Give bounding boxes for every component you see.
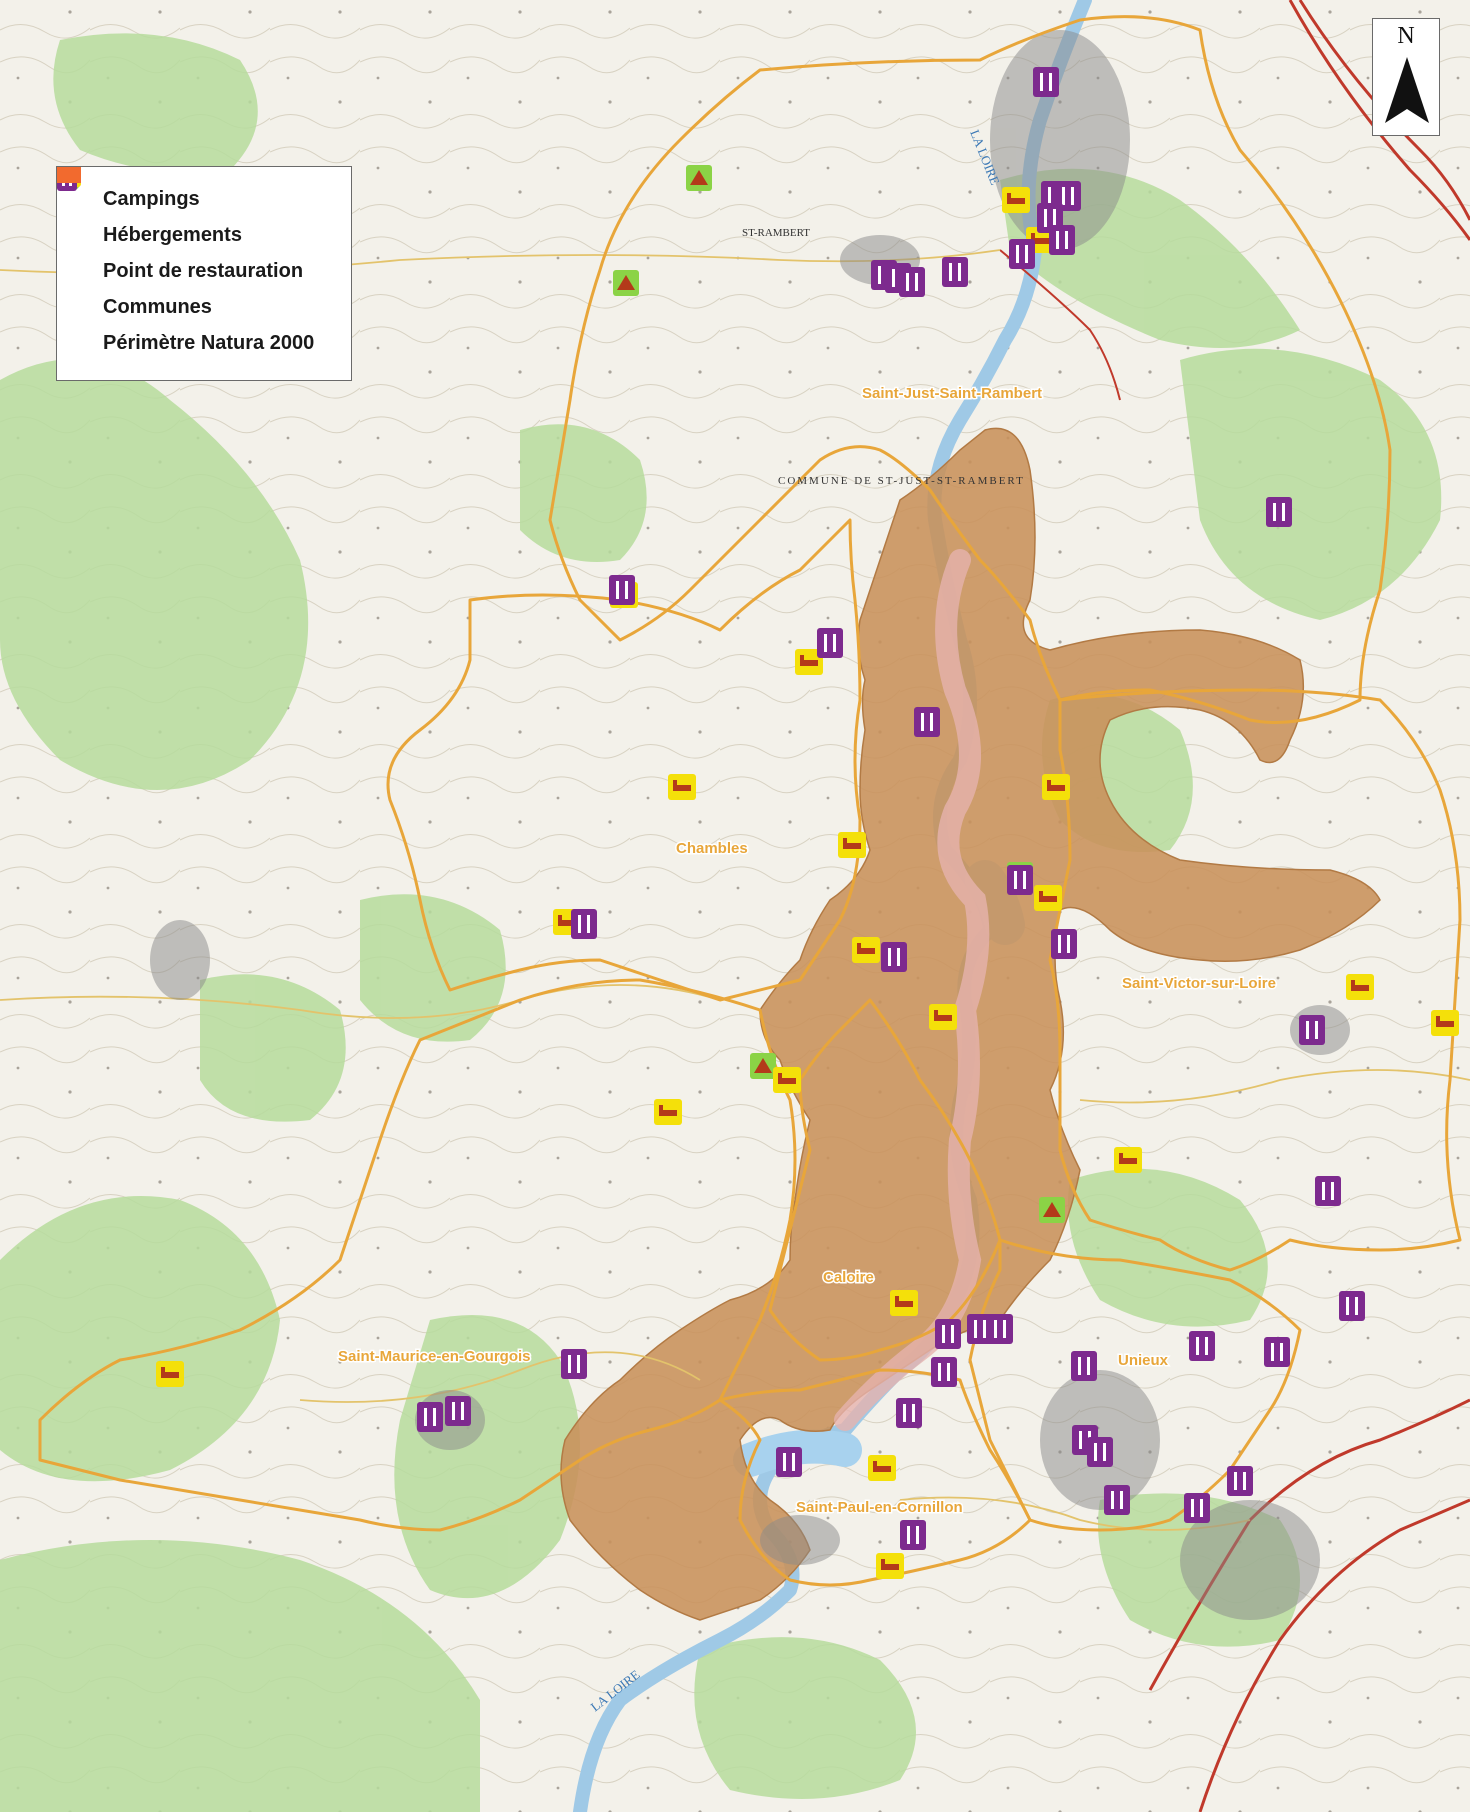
restauration-marker[interactable] [1227, 1466, 1253, 1496]
restauration-marker[interactable] [899, 267, 925, 297]
legend: Campings Hébergements Point de restaurat… [56, 166, 352, 381]
commune-label-saint-victor-sur-loire: Saint-Victor-sur-Loire [1122, 975, 1276, 992]
restauration-marker[interactable] [881, 942, 907, 972]
hebergement-marker[interactable] [1114, 1147, 1142, 1173]
restauration-marker[interactable] [445, 1396, 471, 1426]
legend-item-campings: Campings [57, 167, 341, 217]
commune-label-unieux: Unieux [1118, 1352, 1169, 1369]
hebergement-marker[interactable] [929, 1004, 957, 1030]
legend-label: Campings [103, 187, 200, 210]
camping-marker[interactable] [750, 1053, 776, 1079]
camping-marker[interactable] [686, 165, 712, 191]
restauration-marker[interactable] [1049, 225, 1075, 255]
restauration-marker[interactable] [1051, 929, 1077, 959]
legend-item-point-de-restauration: Point de restauration [57, 167, 341, 289]
restauration-marker[interactable] [776, 1447, 802, 1477]
hebergement-marker[interactable] [773, 1067, 801, 1093]
hebergement-marker[interactable] [156, 1361, 184, 1387]
hebergement-marker[interactable] [852, 937, 880, 963]
hebergement-marker[interactable] [1431, 1010, 1459, 1036]
restauration-marker[interactable] [896, 1398, 922, 1428]
camping-marker[interactable] [1039, 1197, 1065, 1223]
restauration-marker[interactable] [1104, 1485, 1130, 1515]
restauration-marker[interactable] [1266, 497, 1292, 527]
legend-label: Communes [103, 295, 212, 318]
bed-icon [57, 167, 93, 247]
legend-label: Point de restauration [103, 259, 304, 282]
commune-label-saint-paul-en-cornillon: Saint-Paul-en-Cornillon [796, 1499, 963, 1516]
poi-markers [156, 67, 1459, 1579]
restauration-marker[interactable] [1087, 1437, 1113, 1467]
commune-label-saint-just-saint-rambert: Saint-Just-Saint-Rambert [862, 385, 1042, 402]
hebergement-marker[interactable] [838, 832, 866, 858]
camping-marker[interactable] [613, 270, 639, 296]
legend-item-communes: Communes [57, 167, 341, 325]
restauration-marker[interactable] [571, 909, 597, 939]
hebergement-marker[interactable] [1042, 774, 1070, 800]
roads [999, 0, 1470, 1812]
restauration-marker[interactable] [942, 257, 968, 287]
restauration-marker[interactable] [1009, 239, 1035, 269]
restauration-marker[interactable] [609, 575, 635, 605]
legend-label: Périmètre Natura 2000 [103, 331, 315, 354]
north-arrow-icon [1385, 57, 1429, 123]
restauration-marker[interactable] [900, 1520, 926, 1550]
hebergement-marker[interactable] [668, 774, 696, 800]
restauration-marker[interactable] [1007, 865, 1033, 895]
hebergement-marker[interactable] [1002, 187, 1030, 213]
commune-label-caloire: Caloire [823, 1269, 874, 1286]
restauration-marker[interactable] [914, 707, 940, 737]
north-arrow: N [1372, 18, 1440, 136]
hebergement-marker[interactable] [654, 1099, 682, 1125]
commune-label-saint-maurice-en-gourgois: Saint-Maurice-en-Gourgois [338, 1348, 531, 1365]
cutlery-icon [57, 167, 93, 283]
north-letter: N [1397, 23, 1415, 49]
commune-labels: Saint-Just-Saint-Rambert Chambles Saint-… [337, 384, 1278, 1518]
natura-fill-icon [57, 167, 93, 355]
legend-label: Hébergements [103, 223, 242, 246]
restauration-marker[interactable] [1299, 1015, 1325, 1045]
restauration-marker[interactable] [817, 628, 843, 658]
hebergement-marker[interactable] [876, 1553, 904, 1579]
hebergement-marker[interactable] [1346, 974, 1374, 1000]
commune-boundaries [38, 15, 1462, 1587]
restauration-marker[interactable] [417, 1402, 443, 1432]
legend-item-natura-2000: Périmètre Natura 2000 [57, 167, 341, 361]
restauration-marker[interactable] [1071, 1351, 1097, 1381]
hebergement-marker[interactable] [795, 649, 823, 675]
hebergement-marker[interactable] [890, 1290, 918, 1316]
restauration-marker[interactable] [1184, 1493, 1210, 1523]
restauration-marker[interactable] [931, 1357, 957, 1387]
restauration-marker[interactable] [1033, 67, 1059, 97]
restauration-marker[interactable] [1339, 1291, 1365, 1321]
restauration-marker[interactable] [1189, 1331, 1215, 1361]
restauration-marker[interactable] [935, 1319, 961, 1349]
restauration-marker[interactable] [1264, 1337, 1290, 1367]
restauration-marker[interactable] [987, 1314, 1013, 1344]
restauration-marker[interactable] [967, 1314, 993, 1344]
label-commune-sjsr: COMMUNE DE ST-JUST-ST-RAMBERT [778, 475, 1025, 487]
label-st-rambert: ST-RAMBERT [742, 227, 810, 239]
restauration-marker[interactable] [1315, 1176, 1341, 1206]
legend-item-hebergements: Hébergements [57, 167, 341, 253]
restauration-marker[interactable] [561, 1349, 587, 1379]
commune-outline-icon [57, 167, 93, 319]
hebergement-marker[interactable] [1034, 885, 1062, 911]
commune-label-chambles: Chambles [676, 840, 748, 857]
hebergement-marker[interactable] [868, 1455, 896, 1481]
